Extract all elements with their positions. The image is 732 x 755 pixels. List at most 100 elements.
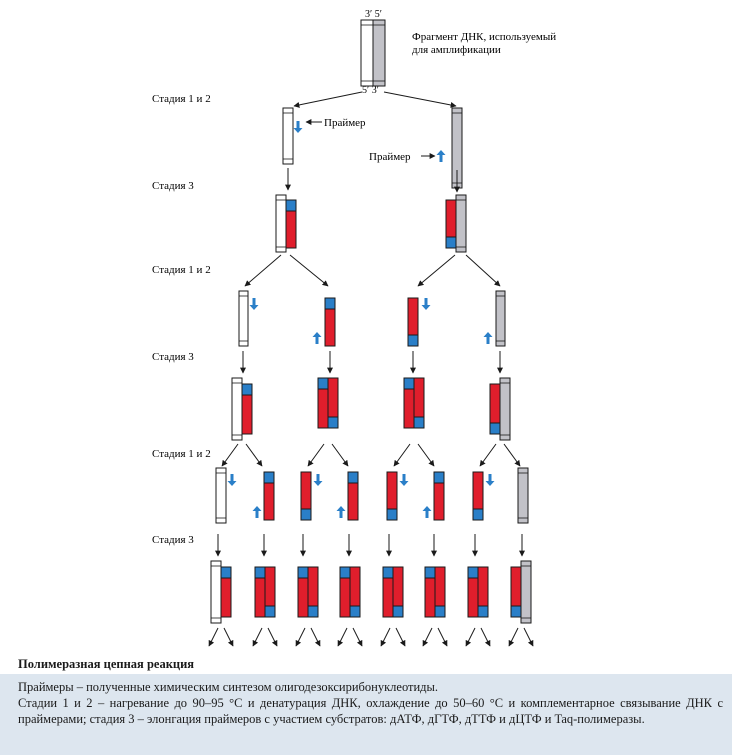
l6-p7-b-primer	[477, 605, 489, 618]
arrow-2b-1	[417, 254, 456, 287]
l5-s4-primer	[347, 471, 359, 484]
l5-s7-primer	[472, 508, 484, 521]
fragment-strand-right	[372, 19, 386, 87]
arrow-4-2-a	[393, 443, 411, 467]
l6-p4-b-primer	[349, 605, 361, 618]
fragment-label-line1: Фрагмент ДНК, используемый	[412, 31, 556, 43]
caption-title: Полимеразная цепная реакция	[18, 657, 195, 671]
caption-background	[0, 674, 732, 755]
l5-s6-primer	[433, 471, 445, 484]
l5-s5-primer	[386, 508, 398, 521]
l6-p5-a-primer	[382, 566, 394, 579]
l2b-template	[455, 194, 467, 253]
l6-p4-a-primer	[339, 566, 351, 579]
fragment-strand-left	[360, 19, 374, 87]
l6-p8-new-primer	[510, 605, 522, 618]
l5-s1-primer	[227, 474, 237, 486]
arrow-0-right	[383, 91, 457, 108]
arrow-4-2-b	[417, 443, 435, 467]
l5-s7-primer	[485, 474, 495, 486]
l6-p1-new-primer	[220, 566, 232, 579]
fragment-top-ends: 3′ 5′	[365, 9, 382, 20]
primer-label-left: Праймер	[324, 117, 366, 129]
arrow-6-7-a	[508, 627, 519, 647]
caption-line2: Стадии 1 и 2 – нагревание до 90–95 °С и …	[18, 696, 723, 726]
stage-label-5: Стадия 1 и 2	[152, 448, 211, 460]
primer-label-right: Праймер	[369, 151, 411, 163]
l5-s5-primer	[399, 474, 409, 486]
l6-p8-template	[520, 560, 532, 624]
arrow-6-5-a	[422, 627, 433, 647]
arrow-6-6-a	[465, 627, 476, 647]
arrow-4-3-b	[503, 443, 521, 467]
l6-p2-b-primer	[264, 605, 276, 618]
l2a-new-primer	[285, 199, 297, 212]
l4a-template	[231, 377, 243, 441]
arrow-6-4-a	[380, 627, 391, 647]
arrow-4-3-a	[479, 443, 497, 467]
arrow-6-5-b	[437, 627, 448, 647]
stage-label-2: Стадия 3	[152, 180, 194, 192]
l4c-template-primer	[403, 377, 415, 390]
stage-label-4: Стадия 3	[152, 351, 194, 363]
l6-p7-a-primer	[467, 566, 479, 579]
l5-s1	[215, 467, 227, 524]
arrow-2b-2	[465, 254, 501, 287]
arrow-4-0-a	[221, 443, 239, 467]
arrow-6-0-b	[223, 627, 234, 647]
l5-s3-primer	[300, 508, 312, 521]
l3-s3-primer	[407, 334, 419, 347]
arrow-4-0-b	[245, 443, 263, 467]
l4b-template-primer	[317, 377, 329, 390]
l1-strand-white	[282, 107, 294, 165]
l3-s4-primer	[483, 332, 493, 344]
l5-s6-primer	[422, 506, 432, 518]
arrow-6-1-a	[252, 627, 263, 647]
arrow-6-3-b	[352, 627, 363, 647]
l4b-new-primer	[327, 416, 339, 429]
arrow-6-6-b	[480, 627, 491, 647]
l1-primer-left	[293, 121, 303, 133]
l6-p6-b-primer	[434, 605, 446, 618]
l1-primer-right	[436, 150, 446, 162]
arrow-0-left	[293, 91, 363, 108]
l3-s2-primer	[324, 297, 336, 310]
l6-p5-b-primer	[392, 605, 404, 618]
l5-s8	[517, 467, 529, 524]
caption-body: Праймеры – полученные химическим синтезо…	[18, 679, 723, 727]
arrow-6-2-a	[295, 627, 306, 647]
l3-s3-primer	[421, 298, 431, 310]
stage-label-3: Стадия 1 и 2	[152, 264, 211, 276]
l3-s4	[495, 290, 506, 347]
l6-p3-b-primer	[307, 605, 319, 618]
arrow-6-3-a	[337, 627, 348, 647]
arrow-2a-1	[244, 254, 282, 287]
l2b-new-primer	[445, 236, 457, 249]
arrow-4-1-a	[307, 443, 325, 467]
l6-p3-a-primer	[297, 566, 309, 579]
l2a-template	[275, 194, 287, 253]
fragment-label-line2: для амплификации	[412, 44, 501, 56]
arrow-6-1-b	[267, 627, 278, 647]
pcr-diagram: 3′ 5′ 5′ 3′ Фрагмент ДНК, используемый д…	[152, 9, 556, 647]
l6-p2-a-primer	[254, 566, 266, 579]
l4c-new-primer	[413, 416, 425, 429]
fragment-bottom-ends: 5′ 3′	[362, 85, 379, 96]
arrow-6-0-a	[208, 627, 219, 647]
stage-label-1: Стадия 1 и 2	[152, 93, 211, 105]
strand-shapes	[208, 19, 534, 647]
arrow-6-2-b	[310, 627, 321, 647]
l5-s3-primer	[313, 474, 323, 486]
l5-s2-primer	[252, 506, 262, 518]
l3-s1-primer	[249, 298, 259, 310]
caption-line1: Праймеры – полученные химическим синтезо…	[18, 680, 439, 694]
l4a-new-primer	[241, 383, 253, 396]
arrow-6-7-b	[523, 627, 534, 647]
l6-p6-a-primer	[424, 566, 436, 579]
l4d-template	[499, 377, 511, 441]
stage-label-6: Стадия 3	[152, 534, 194, 546]
l5-s4-primer	[336, 506, 346, 518]
l6-p1-template	[210, 560, 222, 624]
arrow-2a-2	[289, 254, 329, 287]
l3-s2-primer	[312, 332, 322, 344]
